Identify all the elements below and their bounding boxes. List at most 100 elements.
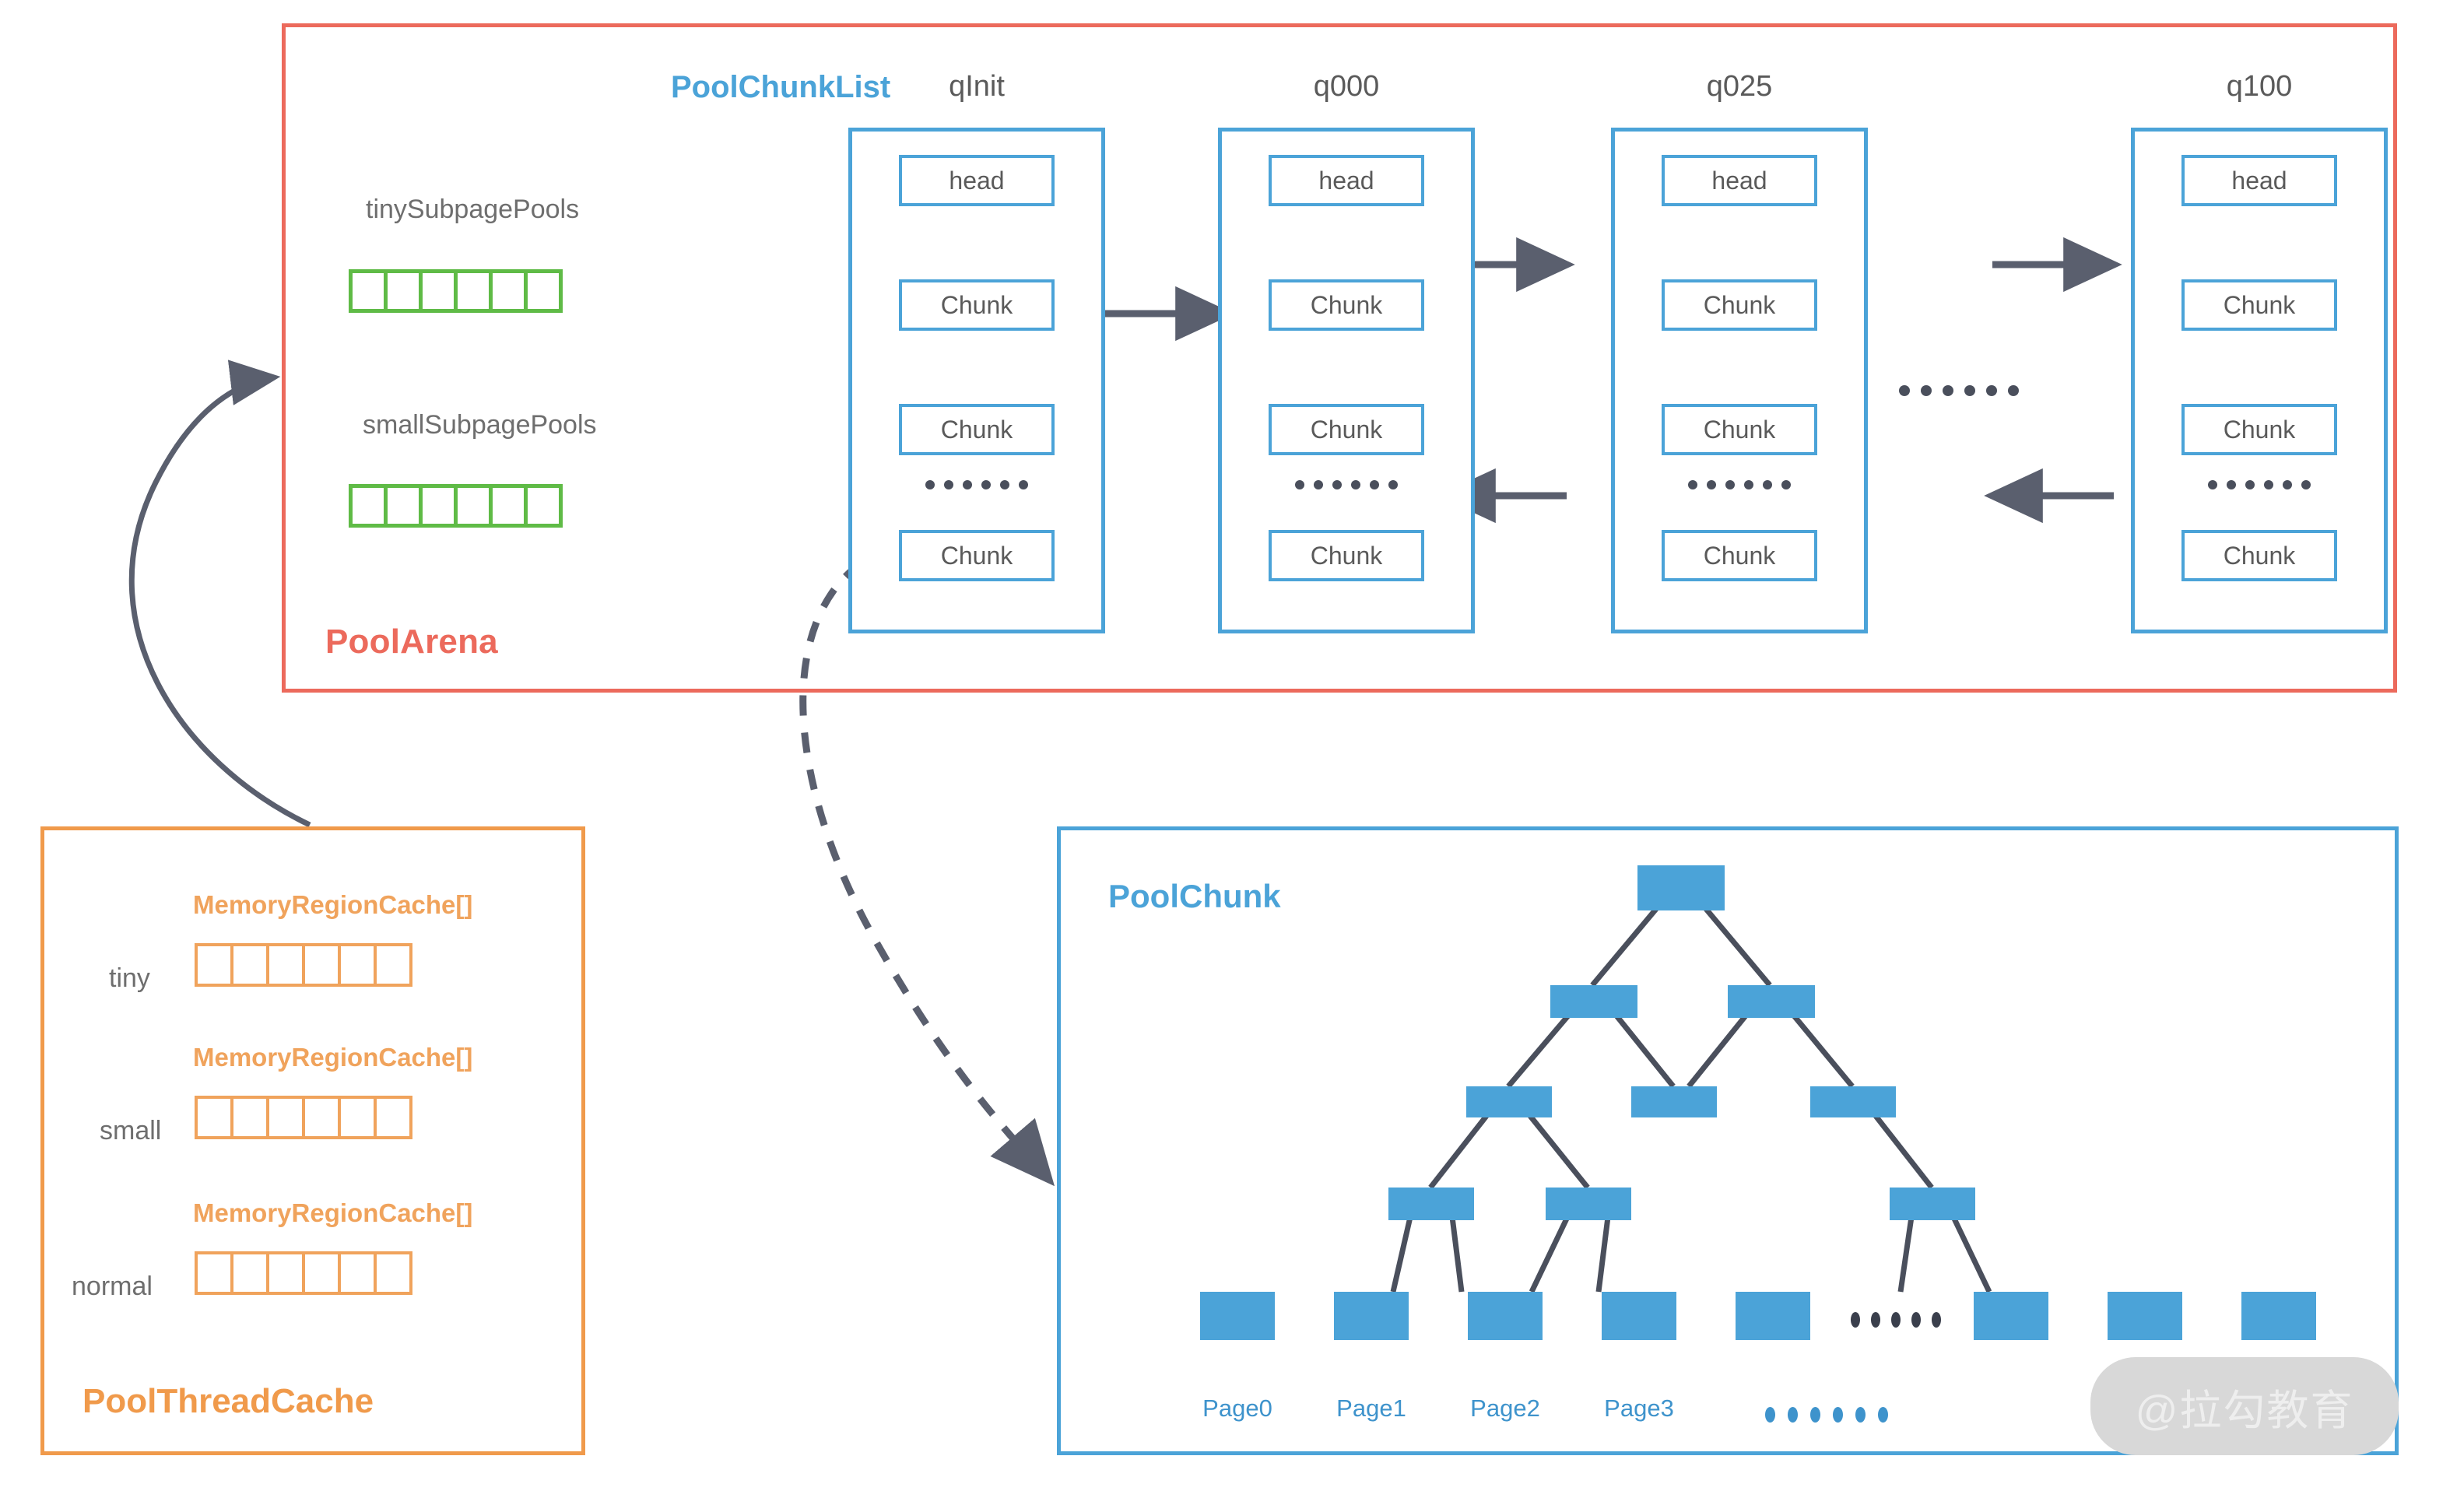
chunk-list-ellipsis	[2208, 480, 2311, 489]
chunk-node-head[interactable]: head	[899, 155, 1055, 206]
tiny-subpage-pools-array	[349, 269, 563, 313]
tree-node-l3[interactable]	[1388, 1188, 1474, 1220]
row-label-small: small	[100, 1116, 162, 1145]
chunk-node[interactable]: Chunk	[1662, 279, 1817, 331]
chunk-node[interactable]: Chunk	[1269, 279, 1424, 331]
array-cell[interactable]	[454, 484, 493, 528]
column-title-q000: q000	[1313, 70, 1380, 103]
array-cell[interactable]	[419, 269, 458, 313]
tree-node-l2[interactable]	[1466, 1086, 1552, 1117]
column-title-q025: q025	[1706, 70, 1773, 103]
chunk-node[interactable]: Chunk	[2181, 530, 2337, 581]
chunk-list-ellipsis	[925, 480, 1028, 489]
tree-node-l1[interactable]	[1728, 985, 1815, 1018]
chunk-node-head[interactable]: head	[2181, 155, 2337, 206]
array-cell[interactable]	[266, 1251, 305, 1295]
tree-leaf-page1[interactable]	[1334, 1292, 1409, 1340]
array-cell[interactable]	[349, 484, 388, 528]
memory-region-cache-label-normal: MemoryRegionCache[]	[193, 1198, 473, 1227]
tiny-subpage-pools-label: tinySubpagePools	[366, 195, 580, 224]
array-cell[interactable]	[338, 943, 377, 987]
array-cell[interactable]	[230, 1096, 269, 1139]
array-cell[interactable]	[374, 1096, 412, 1139]
pool-thread-cache-container	[40, 826, 585, 1455]
chunk-node[interactable]: Chunk	[899, 404, 1055, 455]
array-cell[interactable]	[374, 943, 412, 987]
page-label-ellipsis	[1765, 1407, 1888, 1423]
chunk-node[interactable]: Chunk	[1269, 530, 1424, 581]
chunk-list-gap-ellipsis	[1899, 385, 2019, 396]
tree-leaf-page3[interactable]	[1602, 1292, 1676, 1340]
tree-node-l2[interactable]	[1631, 1086, 1717, 1117]
chunk-node[interactable]: Chunk	[2181, 279, 2337, 331]
tree-leaf[interactable]	[1974, 1292, 2048, 1340]
array-cell[interactable]	[524, 269, 563, 313]
chunk-node-head[interactable]: head	[1662, 155, 1817, 206]
watermark: @拉勾教育	[2090, 1357, 2399, 1455]
array-cell[interactable]	[349, 269, 388, 313]
page-label-1: Page1	[1336, 1395, 1406, 1422]
row-label-normal: normal	[72, 1272, 153, 1301]
chunk-list-ellipsis	[1295, 480, 1398, 489]
tree-node-root[interactable]	[1637, 865, 1725, 910]
array-cell[interactable]	[195, 943, 233, 987]
chunk-node-head[interactable]: head	[1269, 155, 1424, 206]
page-label-2: Page2	[1470, 1395, 1540, 1422]
small-subpage-pools-array	[349, 484, 563, 528]
array-cell[interactable]	[374, 1251, 412, 1295]
memory-region-cache-array-small	[195, 1096, 412, 1139]
tree-leaf-ellipsis	[1851, 1312, 1941, 1328]
tree-leaf-page2[interactable]	[1468, 1292, 1543, 1340]
chunk-list-q000: head Chunk Chunk Chunk	[1218, 128, 1475, 633]
tree-node-l2[interactable]	[1810, 1086, 1896, 1117]
array-cell[interactable]	[266, 1096, 305, 1139]
tree-node-l3[interactable]	[1546, 1188, 1631, 1220]
memory-region-cache-array-normal	[195, 1251, 412, 1295]
array-cell[interactable]	[489, 269, 528, 313]
array-cell[interactable]	[338, 1251, 377, 1295]
array-cell[interactable]	[230, 943, 269, 987]
array-cell[interactable]	[454, 269, 493, 313]
tree-leaf[interactable]	[1736, 1292, 1810, 1340]
array-cell[interactable]	[230, 1251, 269, 1295]
array-cell[interactable]	[419, 484, 458, 528]
tree-leaf-page2047[interactable]	[2241, 1292, 2316, 1340]
chunk-node[interactable]: Chunk	[899, 530, 1055, 581]
tree-leaf-page2046[interactable]	[2108, 1292, 2182, 1340]
array-cell[interactable]	[302, 1251, 341, 1295]
array-cell[interactable]	[266, 943, 305, 987]
array-cell[interactable]	[195, 1096, 233, 1139]
tree-leaf-page0[interactable]	[1200, 1292, 1275, 1340]
array-cell[interactable]	[302, 943, 341, 987]
memory-region-cache-label-small: MemoryRegionCache[]	[193, 1043, 473, 1072]
array-cell[interactable]	[489, 484, 528, 528]
chunk-list-qinit: head Chunk Chunk Chunk	[848, 128, 1105, 633]
chunk-node[interactable]: Chunk	[1269, 404, 1424, 455]
memory-region-cache-label-tiny: MemoryRegionCache[]	[193, 890, 473, 919]
pool-thread-cache-title: PoolThreadCache	[82, 1382, 374, 1420]
array-cell[interactable]	[302, 1096, 341, 1139]
chunk-list-ellipsis	[1688, 480, 1791, 489]
column-title-q100: q100	[2226, 70, 2293, 103]
pool-chunk-title: PoolChunk	[1108, 878, 1281, 914]
chunk-node[interactable]: Chunk	[1662, 530, 1817, 581]
array-cell[interactable]	[338, 1096, 377, 1139]
small-subpage-pools-label: smallSubpagePools	[363, 410, 597, 440]
row-label-tiny: tiny	[109, 963, 150, 993]
tree-node-l3[interactable]	[1890, 1188, 1975, 1220]
column-title-qinit: qInit	[949, 70, 1005, 103]
chunk-list-q025: head Chunk Chunk Chunk	[1611, 128, 1868, 633]
chunk-node[interactable]: Chunk	[1662, 404, 1817, 455]
pool-chunk-container	[1057, 826, 2399, 1455]
page-label-3: Page3	[1604, 1395, 1674, 1422]
array-cell[interactable]	[524, 484, 563, 528]
chunk-node[interactable]: Chunk	[2181, 404, 2337, 455]
chunk-node[interactable]: Chunk	[899, 279, 1055, 331]
chunk-list-q100: head Chunk Chunk Chunk	[2131, 128, 2388, 633]
pool-chunk-list-title: PoolChunkList	[671, 70, 891, 104]
array-cell[interactable]	[195, 1251, 233, 1295]
array-cell[interactable]	[384, 269, 423, 313]
array-cell[interactable]	[384, 484, 423, 528]
tree-node-l1[interactable]	[1550, 985, 1637, 1018]
